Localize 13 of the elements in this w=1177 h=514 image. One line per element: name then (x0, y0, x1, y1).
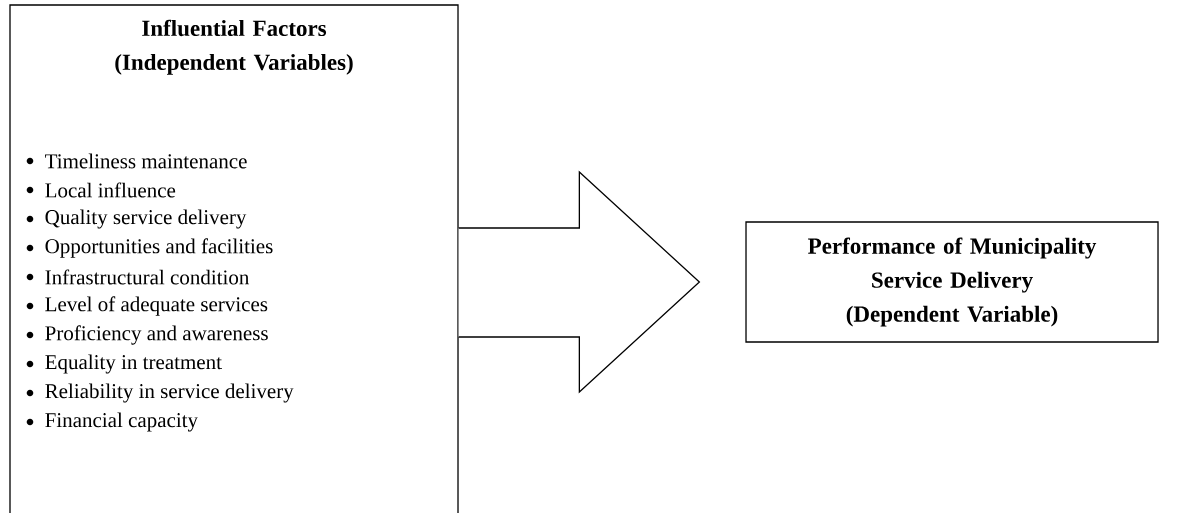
list-item: Level of adequate services (45, 296, 268, 316)
list-item: Equality in treatment (45, 354, 222, 374)
list-item: Quality service delivery (45, 209, 247, 229)
block-arrow (458, 170, 701, 394)
list-item: Reliability in service delivery (45, 383, 294, 403)
list-item: Proficiency and awareness (45, 325, 268, 345)
list-item: Timeliness maintenance (45, 153, 247, 169)
list-item: Local influence (45, 182, 176, 198)
list-item: Financial capacity (45, 412, 198, 432)
heading: Influential Factors (Independent Variables) (115, 19, 353, 75)
outcome-box: Performance of Municipality Service Delivery (Dependent Variable) (745, 221, 1159, 343)
list-item: Infrastructural condition (45, 269, 250, 285)
list-item: Opportunities and facilities (45, 238, 273, 258)
